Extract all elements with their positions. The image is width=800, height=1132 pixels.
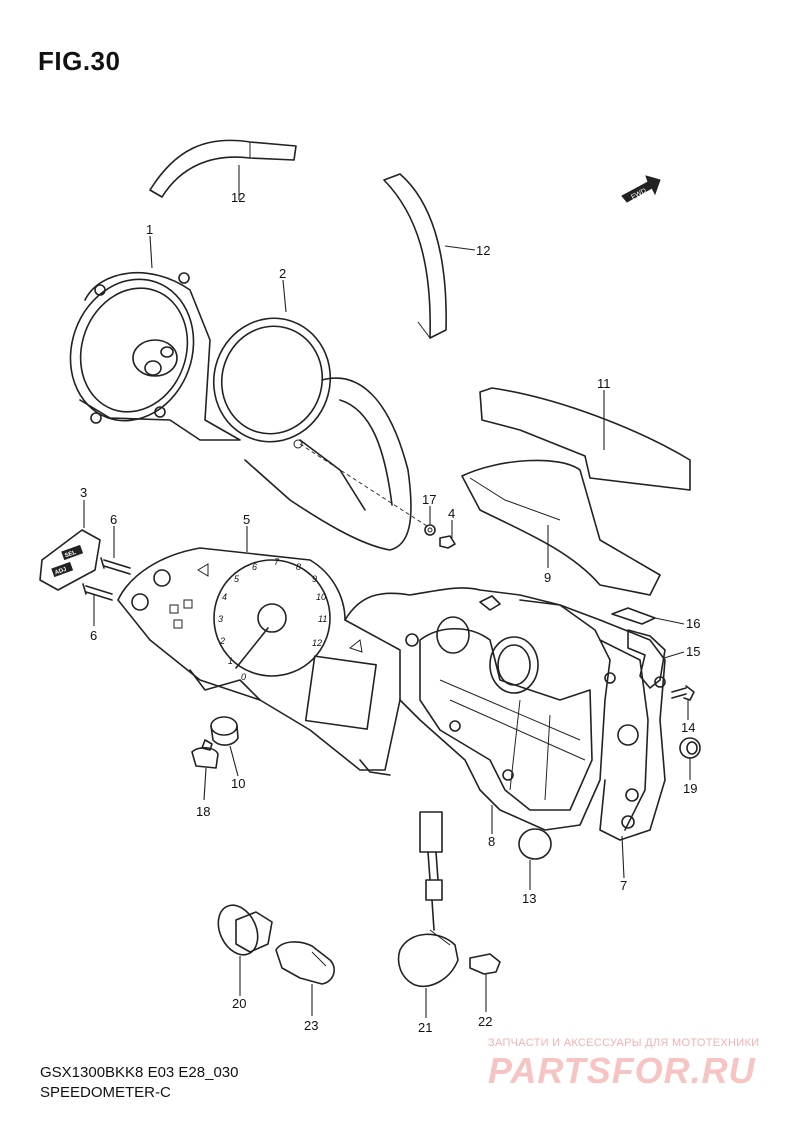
part-5-meter-unit[interactable]: 0 1 2 3 4 5 6 7 8 9 10 11 12 (117, 547, 401, 776)
callout-12-side: 12 (476, 243, 490, 258)
part-6-screws[interactable] (82, 557, 131, 601)
part-20-bulb-socket[interactable] (211, 899, 273, 961)
gauge-number-10: 10 (316, 592, 326, 602)
part-11-cover-pad[interactable] (479, 387, 691, 491)
part-15-bracket[interactable] (627, 629, 666, 689)
callout-6-top: 6 (110, 512, 117, 527)
part-16-pad[interactable] (611, 607, 656, 625)
watermark-brand: PARTSFOR.RU (488, 1050, 756, 1091)
tachometer-scale: 0 1 2 3 4 5 6 7 8 9 10 11 12 (218, 557, 327, 682)
gauge-number-4: 4 (222, 592, 227, 602)
callout-17: 17 (422, 492, 436, 507)
footer-model-code: GSX1300BKK8 E03 E28_030 (40, 1064, 239, 1081)
callout-4: 4 (448, 506, 455, 521)
callout-3: 3 (80, 485, 87, 500)
gauge-number-11: 11 (318, 614, 327, 624)
callout-14: 14 (681, 720, 695, 735)
part-10-grommet[interactable] (210, 716, 239, 746)
gauge-number-6: 6 (252, 562, 257, 572)
callout-5: 5 (243, 512, 250, 527)
callout-23: 23 (304, 1018, 318, 1033)
figure-title: FIG.30 (38, 46, 121, 76)
part-3-button-panel[interactable]: SEL ADJ (39, 529, 101, 591)
gauge-number-2: 2 (219, 636, 225, 646)
leader-lines (83, 165, 691, 1018)
part-17-washer[interactable] (424, 524, 436, 536)
callout-15: 15 (686, 644, 700, 659)
sel-button-label: SEL (64, 550, 77, 560)
callout-2: 2 (279, 266, 286, 281)
gauge-number-7: 7 (274, 557, 280, 567)
callout-19: 19 (683, 781, 697, 796)
part-4-screw[interactable] (439, 535, 456, 549)
part-1-outer-bezel[interactable] (51, 262, 241, 441)
callout-13: 13 (522, 891, 536, 906)
watermark-tagline: ЗАПЧАСТИ И АКСЕССУАРЫ ДЛЯ МОТОТЕХНИКИ (488, 1037, 760, 1049)
gauge-number-9: 9 (312, 574, 317, 584)
part-12-side-trim-strip[interactable] (383, 173, 447, 339)
callout-6-bottom: 6 (90, 628, 97, 643)
footer-section-name: SPEEDOMETER-C (40, 1084, 171, 1101)
part-22-screw[interactable] (469, 953, 501, 975)
part-23-bulb[interactable] (275, 941, 335, 985)
gauge-number-3: 3 (218, 614, 223, 624)
callout-18: 18 (196, 804, 210, 819)
callout-8: 8 (488, 834, 495, 849)
callout-22: 22 (478, 1014, 492, 1029)
adj-button-label: ADJ (54, 567, 67, 577)
callout-12-top: 12 (231, 190, 245, 205)
part-18-screw[interactable] (191, 739, 219, 769)
callout-7: 7 (620, 878, 627, 893)
callout-10: 10 (231, 776, 245, 791)
fwd-arrow-icon: FWD (621, 175, 661, 203)
gauge-number-0: 0 (241, 672, 246, 682)
part-8-case-housing[interactable] (299, 443, 611, 831)
gauge-number-12: 12 (312, 638, 322, 648)
part-12-upper-trim-strip[interactable] (149, 139, 297, 198)
callout-16: 16 (686, 616, 700, 631)
part-2-lens-cover[interactable] (200, 305, 412, 551)
callout-1: 1 (146, 222, 153, 237)
callout-11: 11 (597, 376, 611, 391)
part-9-visor-bracket[interactable] (461, 459, 661, 596)
gauge-number-8: 8 (296, 562, 301, 572)
callout-9: 9 (544, 570, 551, 585)
gauge-number-1: 1 (228, 656, 233, 666)
part-7-rear-case[interactable] (519, 599, 666, 841)
part-21-sensor-harness[interactable] (397, 811, 459, 987)
gauge-number-5: 5 (234, 574, 240, 584)
fwd-label: FWD (630, 187, 647, 201)
callout-20: 20 (232, 996, 246, 1011)
part-14-screw[interactable] (671, 685, 695, 701)
part-19-grommet[interactable] (679, 737, 701, 759)
callout-labels: 1 2 3 4 5 6 6 7 8 9 10 11 12 12 13 14 15… (80, 190, 700, 1035)
callout-21: 21 (418, 1020, 432, 1035)
part-13-disc[interactable] (518, 828, 552, 860)
